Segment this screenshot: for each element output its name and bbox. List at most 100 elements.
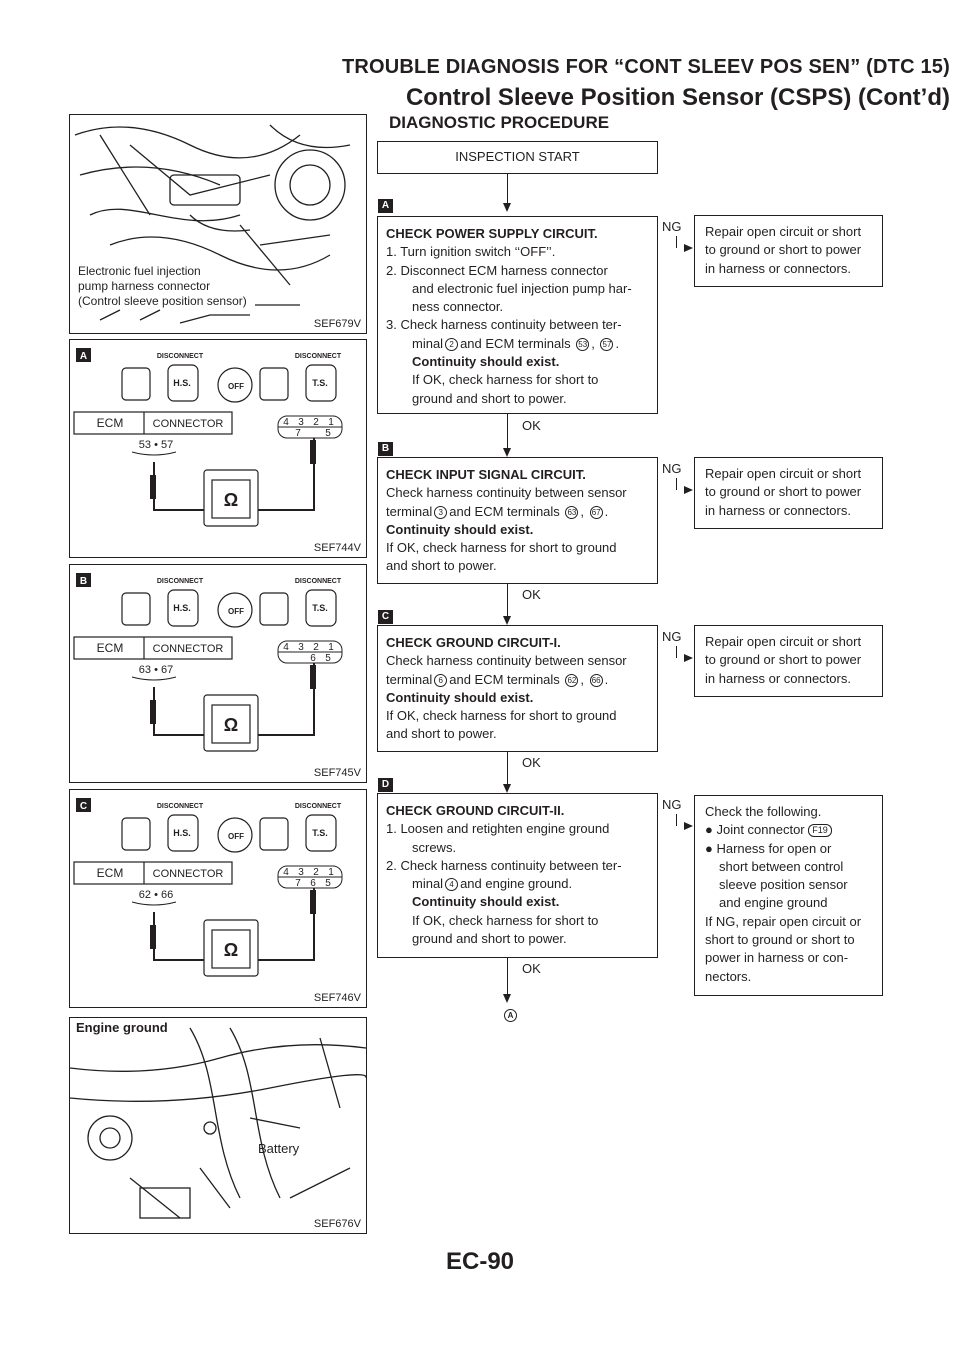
check-line: sleeve position sensor (719, 877, 848, 893)
check-line: short to ground or short to (705, 932, 855, 948)
ts-label: T.S. (312, 603, 328, 613)
step-line: Continuity should exist. (386, 521, 534, 537)
ng-label: NG (662, 797, 682, 812)
connector-pin: 2 (313, 417, 319, 428)
connector-icon: F19 (808, 824, 832, 838)
arrow-down-icon (503, 994, 511, 1003)
check-line: nectors. (705, 968, 752, 984)
ecm-pins-label: 63 • 67 (139, 664, 173, 676)
check-following-box: Check the following. ● Joint connector F… (694, 795, 883, 996)
arrow-right-icon (684, 654, 693, 662)
step-line: Continuity should exist. (412, 354, 560, 370)
ecm-label: ECM (97, 416, 124, 430)
step-line: and short to power. (386, 558, 497, 574)
figure-id: SEF746V (313, 992, 361, 1004)
figure-ground-check: C H.S. T.S. DISCONNECT DISCONNECT OFF EC… (69, 789, 367, 1008)
connector-pin: 2 (313, 642, 319, 653)
engine-ground-illustration: Engine ground Battery (70, 1020, 366, 1219)
step-line: 2. Check harness continuity between ter- (386, 857, 622, 873)
engine-ground-label: Engine ground (76, 1020, 168, 1035)
check-line: ● Harness for open or (705, 840, 832, 856)
figure-input-signal-check: B H.S. T.S. DISCONNECT DISCONNECT OFF EC… (69, 564, 367, 783)
off-label: OFF (228, 607, 244, 616)
arrow-down-icon (503, 203, 511, 212)
hs-label: H.S. (173, 603, 191, 613)
connector-diagram: A H.S. T.S. DISCONNECT DISCONNECT OFF EC… (73, 348, 343, 527)
ohmmeter-icon: Ω (224, 490, 238, 510)
check-line: short between control (719, 858, 844, 874)
disconnect-label: DISCONNECT (157, 353, 204, 360)
step-line: Check harness continuity between sensor (386, 653, 627, 669)
ok-label: OK (522, 587, 541, 602)
flow-line (507, 752, 508, 786)
flow-line (676, 814, 677, 826)
flow-line (676, 478, 677, 490)
ok-label: OK (522, 418, 541, 433)
disconnect-label: DISCONNECT (157, 578, 204, 585)
repair-box: Repair open circuit or short to ground o… (694, 457, 883, 529)
ohmmeter-icon: Ω (224, 940, 238, 960)
ok-label: OK (522, 755, 541, 770)
terminal-icon: 66 (589, 673, 603, 687)
figure-badge: A (80, 351, 87, 362)
step-line: ground and short to power. (412, 931, 567, 947)
step-line: and short to power. (386, 726, 497, 742)
repair-text: Repair open circuit or short to ground o… (705, 224, 862, 276)
pump-label-2: pump harness connector (78, 279, 210, 293)
pump-label-1: Electronic fuel injection (78, 264, 201, 278)
terminal-icon: 6 (434, 673, 448, 687)
off-label: OFF (228, 382, 244, 391)
flow-line (507, 414, 508, 450)
step-line: ground and short to power. (412, 390, 567, 406)
check-line: ● Joint connector F19 (705, 821, 872, 839)
connector-pin: 1 (328, 867, 334, 878)
header-subtitle: Control Sleeve Position Sensor (CSPS) (C… (405, 84, 950, 111)
ng-label: NG (662, 461, 682, 476)
connector-pin: 2 (313, 867, 319, 878)
figure-power-supply-check: A H.S. T.S. DISCONNECT DISCONNECT OFF EC… (69, 339, 367, 558)
figure-id: SEF744V (313, 542, 361, 554)
figure-id: SEF679V (313, 318, 361, 330)
off-label: OFF (228, 832, 244, 841)
step-title: CHECK POWER SUPPLY CIRCUIT. (386, 226, 598, 241)
hs-label: H.S. (173, 828, 191, 838)
disconnect-label: DISCONNECT (295, 803, 342, 810)
connector-label: CONNECTOR (153, 643, 224, 655)
continue-icon: A (504, 1009, 517, 1023)
step-line: 1. Loosen and retighten engine ground (386, 821, 610, 837)
step-ground-2-box: CHECK GROUND CIRCUIT-II. 1. Loosen and r… (377, 793, 658, 958)
flow-line (507, 958, 508, 996)
battery-label: Battery (258, 1141, 300, 1156)
disconnect-label: DISCONNECT (295, 353, 342, 360)
figure-id: SEF676V (313, 1218, 361, 1230)
connector-pin: 7 (295, 428, 301, 439)
ts-label: T.S. (312, 378, 328, 388)
connector-pin: 1 (328, 417, 334, 428)
check-line: If NG, repair open circuit or (705, 913, 862, 929)
arrow-down-icon (503, 784, 511, 793)
check-line: and engine ground (719, 895, 828, 911)
connector-pin: 5 (325, 653, 331, 664)
step-badge-a: A (378, 199, 393, 213)
flow-line (507, 174, 508, 204)
connector-pin: 5 (325, 878, 331, 889)
terminal-icon: 4 (445, 878, 459, 892)
connector-pin: 7 (295, 878, 301, 889)
terminal-icon: 53 (576, 337, 590, 351)
terminal-icon: 67 (589, 505, 603, 519)
pump-label-3: (Control sleeve position sensor) (78, 294, 247, 308)
flow-line (676, 646, 677, 658)
step-badge-b: B (378, 442, 393, 456)
connector-label: CONNECTOR (153, 418, 224, 430)
connector-pin: 4 (283, 642, 289, 653)
arrow-down-icon (503, 616, 511, 625)
ecm-pins-label: 62 • 66 (139, 889, 173, 901)
connector-pin: 5 (325, 428, 331, 439)
step-ground-1-box: CHECK GROUND CIRCUIT-I. Check harness co… (377, 625, 658, 752)
connector-diagram: C H.S. T.S. DISCONNECT DISCONNECT OFF EC… (73, 798, 343, 977)
step-line: If OK, check harness for short to ground (386, 708, 617, 724)
disconnect-label: DISCONNECT (295, 578, 342, 585)
figure-engine-ground-photo: Engine ground Battery SEF676V (69, 1017, 367, 1234)
